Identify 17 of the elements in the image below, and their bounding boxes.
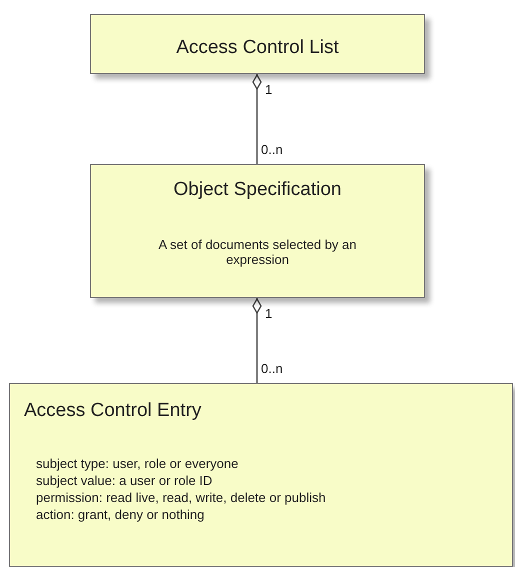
class-name: Access Control Entry bbox=[24, 400, 202, 422]
class-name: Object Specification bbox=[172, 179, 342, 201]
multiplicity-label: 1 bbox=[265, 82, 272, 97]
class-description: A set of documents selected by an expression bbox=[157, 237, 358, 267]
aggregation-line bbox=[252, 74, 262, 164]
class-description: permission: read live, read, write, delete or publish bbox=[36, 490, 326, 505]
multiplicity-label: 0..n bbox=[261, 361, 283, 376]
class-box bbox=[90, 164, 425, 298]
aggregation-line bbox=[252, 298, 262, 383]
multiplicity-label: 0..n bbox=[261, 142, 283, 157]
class-name: Access Control List bbox=[175, 37, 340, 59]
class-description: action: grant, deny or nothing bbox=[36, 507, 204, 522]
class-box bbox=[90, 14, 425, 74]
class-description: subject type: user, role or everyone bbox=[36, 456, 238, 471]
class-description: subject value: a user or role ID bbox=[36, 473, 212, 488]
multiplicity-label: 1 bbox=[265, 306, 272, 321]
class-box bbox=[9, 383, 513, 567]
